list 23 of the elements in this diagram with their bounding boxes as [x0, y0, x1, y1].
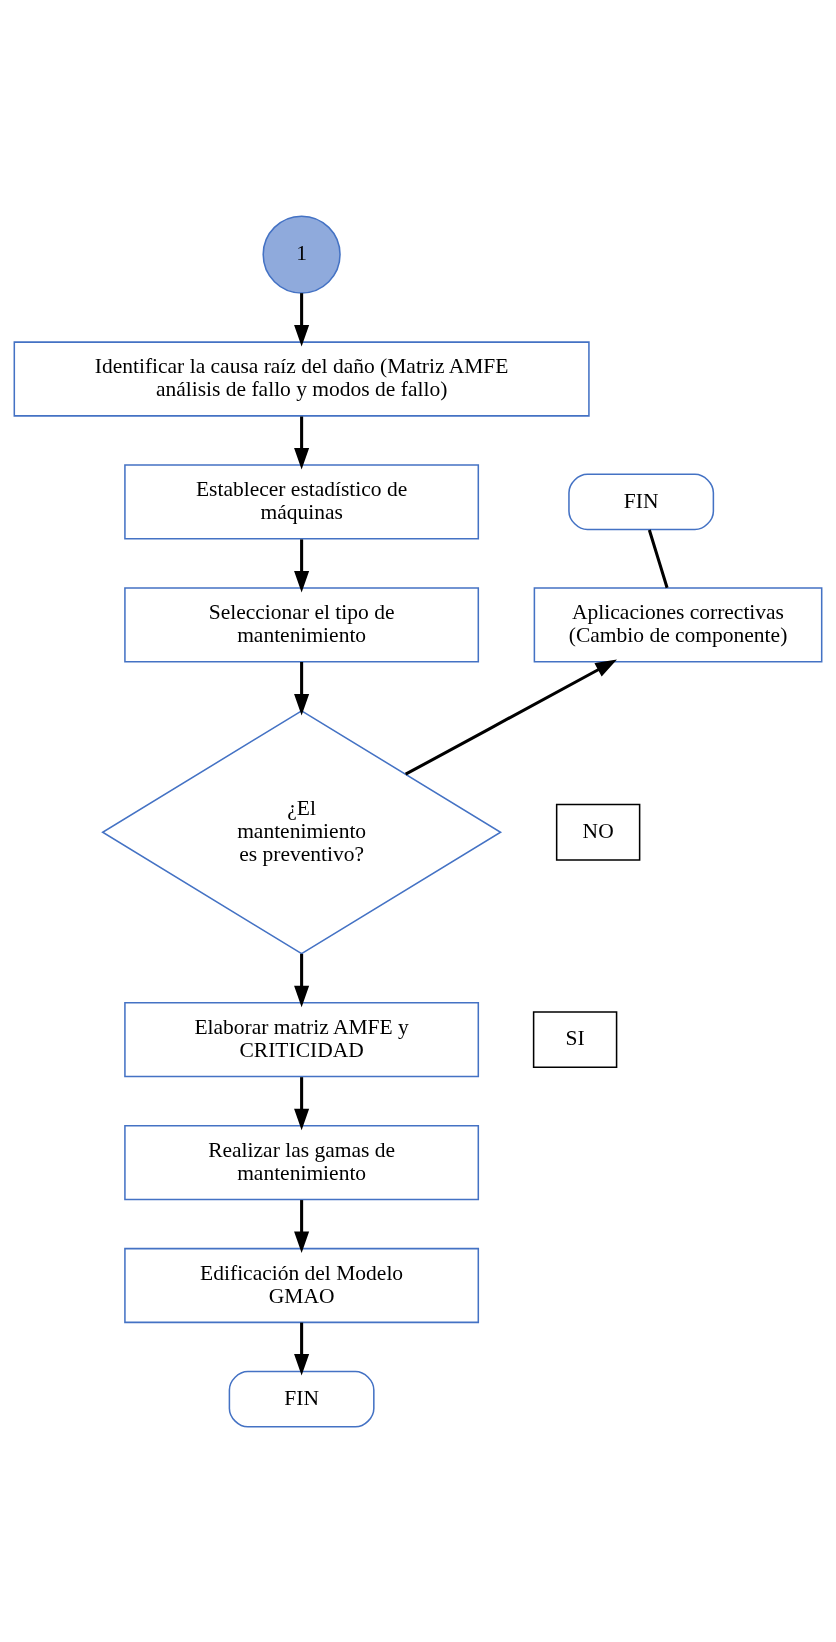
arrow — [294, 1199, 310, 1253]
node-box: Elaborar matriz AMFE y CRITICIDAD — [124, 1001, 480, 1077]
arrow — [294, 538, 310, 592]
node-box: SI — [532, 1010, 618, 1068]
node-diamond: ¿El mantenimiento es preventivo? — [101, 709, 503, 955]
arrow — [294, 661, 310, 715]
node-box: Seleccionar el tipo de mantenimiento — [124, 586, 480, 662]
arrow — [294, 416, 310, 469]
node-box: Establecer estadístico de máquinas — [124, 463, 480, 540]
connector — [647, 529, 669, 588]
node-circle: 1 — [262, 214, 341, 294]
arrow — [404, 659, 617, 776]
node-box: Identificar la causa raíz del daño (Matriz AMFE análisis de fallo y modos de fallo) — [13, 340, 590, 417]
node-box: Realizar las gamas de mantenimiento — [124, 1124, 480, 1200]
arrow — [294, 1322, 310, 1376]
arrow — [294, 1076, 310, 1130]
arrow — [294, 953, 310, 1007]
node-box: Aplicaciones correctivas (Cambio de componente) — [533, 586, 823, 662]
arrow — [294, 292, 310, 346]
node-box: FIN — [568, 473, 715, 530]
node-box: Edificación del Modelo GMAO — [124, 1247, 480, 1323]
node-box: NO — [555, 803, 641, 861]
node-box: FIN — [228, 1370, 375, 1428]
